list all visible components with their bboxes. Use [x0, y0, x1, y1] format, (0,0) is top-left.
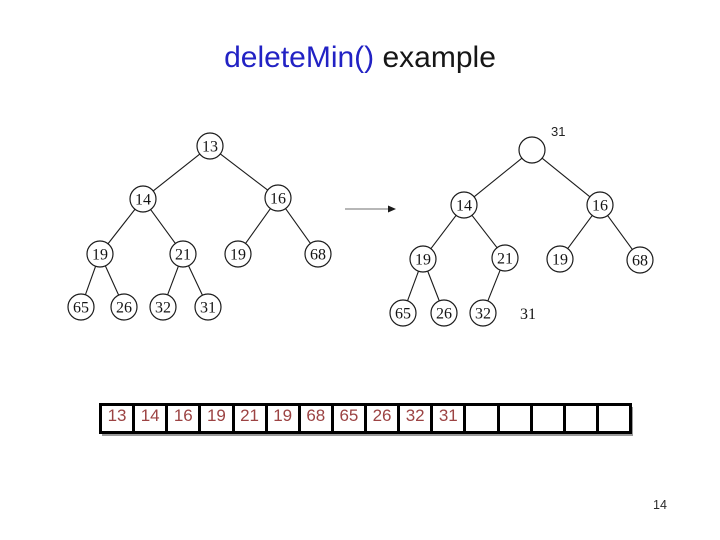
tree-node-circle	[430, 299, 458, 327]
array-cell: 65	[330, 403, 367, 434]
floating-value-label: 31	[551, 124, 565, 139]
tree-node-circle	[586, 191, 614, 219]
tree-node-circle	[224, 240, 252, 268]
tree-edge	[188, 265, 203, 296]
array-cell	[496, 403, 533, 434]
tree-node-value: 19	[92, 247, 108, 264]
tree-node-circle	[626, 246, 654, 274]
array-cell: 26	[364, 403, 401, 434]
tree-edge	[473, 157, 523, 198]
tree-edge	[487, 269, 501, 302]
tree-node-circle	[110, 293, 138, 321]
array-cell	[595, 403, 632, 434]
tree-node-circle	[149, 293, 177, 321]
tree-node-circle	[194, 293, 222, 321]
array-cell: 14	[132, 403, 169, 434]
tree-edge	[107, 208, 136, 245]
tree-node-circle	[409, 245, 437, 273]
tree-node-value: 26	[436, 306, 452, 323]
tree-edge	[150, 209, 176, 244]
tree-edge	[406, 270, 420, 302]
array-cell	[562, 403, 599, 434]
tree-node-value: 68	[632, 253, 648, 270]
tree-edge	[607, 215, 633, 250]
tree-node-value: 32	[475, 306, 491, 323]
tree-node-value: 19	[415, 252, 431, 269]
tree-edge	[427, 270, 440, 302]
array-cell: 31	[430, 403, 467, 434]
array-cell: 19	[264, 403, 301, 434]
page-title: deleteMin() example	[0, 41, 720, 75]
tree-node-value: 31	[200, 300, 216, 317]
tree-edge	[152, 153, 201, 192]
tree-edge	[430, 215, 457, 249]
tree-node-circle	[264, 184, 292, 212]
array-cell: 32	[397, 403, 434, 434]
tree-node-value: 16	[270, 191, 286, 208]
page-number: 14	[653, 498, 667, 512]
tree-node-circle	[450, 191, 478, 219]
tree-edge	[245, 208, 271, 244]
tree-node-value: 14	[135, 192, 151, 209]
tree-node-value: 65	[73, 300, 89, 317]
tree-node-value: 19	[552, 252, 568, 269]
tree-node-circle	[389, 299, 417, 327]
tree-node-circle	[304, 240, 332, 268]
array-cell: 21	[231, 403, 268, 434]
title-method-name: deleteMin()	[224, 41, 375, 74]
tree-node-value: 65	[395, 306, 411, 323]
tree-node-value: 32	[155, 300, 171, 317]
tree-node-value: 19	[230, 247, 246, 264]
array-cell: 68	[297, 403, 334, 434]
tree-edge	[104, 265, 120, 296]
tree-node-value: 16	[592, 198, 608, 215]
tree-node-circle	[169, 240, 197, 268]
tree-node-value: 68	[310, 247, 326, 264]
array-cell: 19	[198, 403, 235, 434]
tree-edge	[471, 214, 498, 249]
tree-edge	[567, 215, 593, 249]
tree-node-value: 21	[497, 251, 513, 268]
array-cell: 13	[99, 403, 136, 434]
tree-node-circle	[129, 185, 157, 213]
tree-node-value: 26	[116, 300, 132, 317]
floating-value-label: 31	[520, 306, 536, 323]
tree-edge	[219, 153, 269, 191]
tree-node-circle	[491, 244, 519, 272]
tree-edge	[167, 265, 179, 296]
tree-node-circle	[67, 293, 95, 321]
tree-node-value: 14	[456, 198, 472, 215]
tree-node-value: 13	[202, 139, 218, 156]
tree-node-circle	[469, 299, 497, 327]
tree-edge	[285, 208, 311, 244]
title-rest: example	[374, 41, 496, 74]
array-cell	[529, 403, 566, 434]
tree-edge	[84, 266, 97, 295]
tree-node-circle	[196, 132, 224, 160]
array-cell: 16	[165, 403, 202, 434]
tree-node-circle	[86, 240, 114, 268]
tree-node-value: 21	[175, 247, 191, 264]
tree-node-circle	[518, 136, 546, 164]
tree-edge	[541, 157, 591, 198]
tree-node-circle	[546, 245, 574, 273]
array-cell	[463, 403, 500, 434]
transition-arrow-head	[388, 205, 396, 213]
